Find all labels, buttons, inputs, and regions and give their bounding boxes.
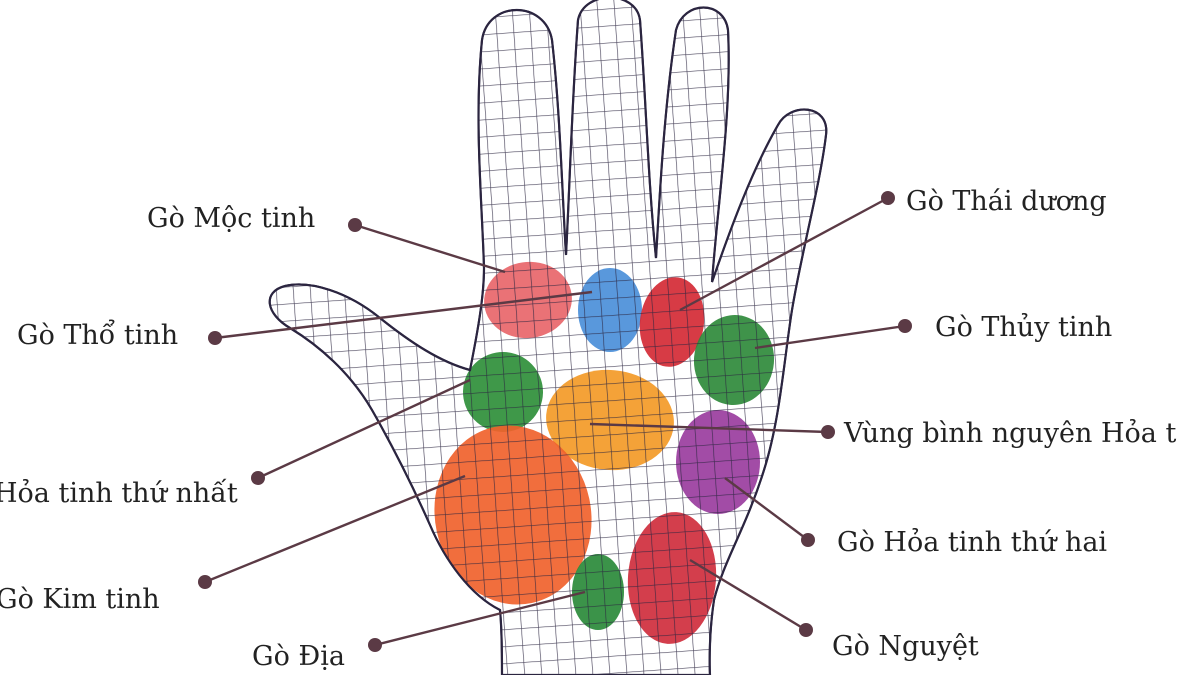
- connector-line-thuy-tinh: [754, 324, 906, 350]
- connector-line-tho-tinh: [214, 290, 593, 340]
- connector-line-thai-duong: [679, 196, 889, 312]
- connector-dot-hoa-tinh-1: [251, 471, 265, 485]
- label-go-thuy-tinh: Gò Thủy tinh: [935, 312, 1113, 343]
- label-go-tho-tinh: Gò Thổ tinh: [17, 320, 179, 351]
- connector-line-hoa-tinh-2: [724, 477, 809, 541]
- connector-dot-tho-tinh: [208, 331, 222, 345]
- label-vung-binh-nguyen-hoa-tinh: Vùng bình nguyên Hỏa t: [844, 418, 1177, 449]
- connector-dot-kim-tinh: [198, 575, 212, 589]
- connector-line-hoa-tinh-1: [257, 378, 471, 480]
- connector-line-dia: [374, 590, 586, 647]
- connector-dot-moc-tinh: [348, 218, 362, 232]
- label-go-dia: Gò Địa: [252, 641, 345, 672]
- connector-dot-thuy-tinh: [898, 319, 912, 333]
- connector-dot-hoa-tinh-2: [801, 533, 815, 547]
- connector-line-moc-tinh: [354, 223, 506, 274]
- connector-dot-nguyet: [799, 623, 813, 637]
- connector-dot-thai-duong: [881, 191, 895, 205]
- label-go-nguyet: Gò Nguyệt: [832, 631, 979, 662]
- connector-lines: [198, 191, 912, 652]
- connector-line-binh-nguyen: [589, 422, 829, 434]
- label-go-hoa-tinh-thu-hai: Gò Hỏa tinh thứ hai: [837, 527, 1108, 558]
- connector-line-nguyet: [689, 558, 807, 632]
- connector-line-kim-tinh: [204, 474, 466, 584]
- label-go-moc-tinh: Gò Mộc tinh: [147, 203, 316, 234]
- label-hoa-tinh-thu-nhat: Hỏa tinh thứ nhất: [0, 478, 238, 509]
- label-go-thai-duong: Gò Thái dương: [906, 186, 1107, 217]
- connector-dot-dia: [368, 638, 382, 652]
- label-go-kim-tinh: Gò Kim tinh: [0, 584, 160, 615]
- connector-dot-binh-nguyen: [821, 425, 835, 439]
